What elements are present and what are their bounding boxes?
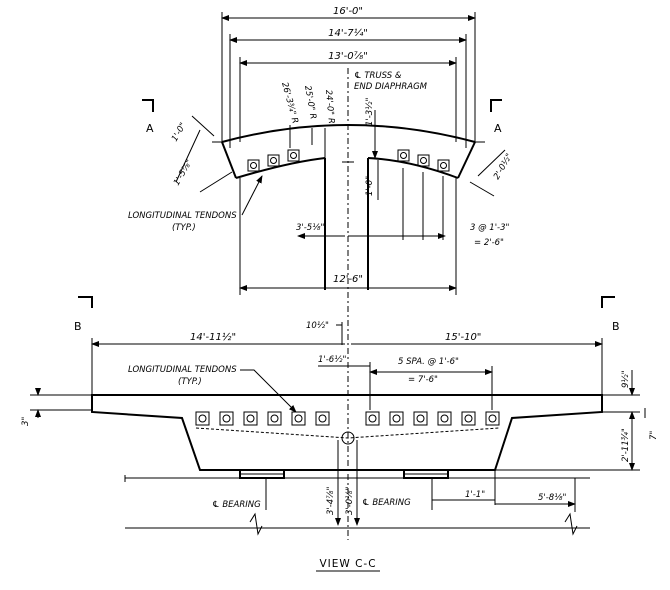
- upper-tendons-right: [397, 149, 450, 172]
- bearing-right-label: ℄ BEARING: [362, 498, 411, 508]
- view-title: VIEW C-C: [319, 558, 376, 570]
- dim-3in: 3": [21, 417, 31, 426]
- dim-1ft-inner: 1'-0": [365, 176, 375, 196]
- dim-1ft-left: 1'-0": [170, 121, 189, 144]
- dim-13ft: 13'-0⁷⁄₈": [328, 51, 368, 62]
- dim-15ft10: 15'-10": [445, 332, 481, 343]
- tendons-upper-typ: (TYP.): [172, 223, 196, 233]
- dim-2ft11: 2'-11¾": [621, 428, 631, 462]
- dim-1ft5: 1'-5⅞": [172, 158, 195, 188]
- section-b-left: B: [74, 320, 82, 333]
- section-b-right: B: [612, 320, 620, 333]
- section-markers: A A B B: [74, 99, 620, 333]
- dim-14ft11: 14'-11½": [190, 331, 236, 343]
- bearing-left-label: ℄ BEARING: [212, 500, 261, 510]
- dim-3ft5: 3'-5⅛": [296, 223, 324, 233]
- dim-1ft6: 1'-6½": [318, 355, 346, 365]
- dim-14ft: 14'-7¼": [328, 27, 368, 39]
- center-duct: [341, 431, 355, 445]
- dim-3ft0: 3'-0⅛": [345, 487, 355, 515]
- curved-slab-top: [221, 124, 476, 143]
- dim-1ft3: 1'-3½": [365, 98, 375, 126]
- radius-24ft: 24'-0" R: [323, 89, 336, 124]
- upper-section: 16'-0" 14'-7¼" 13'-0⁷⁄₈" ℄ TRUSS & END D…: [128, 6, 515, 540]
- tendon-profile: [195, 427, 500, 439]
- truss-label-1: ℄ TRUSS &: [354, 71, 402, 81]
- upper-tendons-left: [247, 149, 300, 172]
- radius-26ft: 26'-3¾" R: [279, 81, 300, 125]
- dim-10in: 10½": [306, 321, 329, 331]
- spacing-upper-1: 3 @ 1'-3": [470, 223, 510, 233]
- spacing-lower-1: 5 SPA. @ 1'-6": [398, 357, 459, 367]
- dim-7in: 7": [649, 431, 659, 440]
- dim-3ft4: 3'-4⅞": [326, 487, 336, 515]
- dim-5ft8: 5'-8⅛": [538, 493, 566, 503]
- section-a-right: A: [494, 122, 502, 135]
- spacing-lower-2: = 7'-6": [408, 375, 438, 385]
- dim-16ft: 16'-0": [333, 6, 363, 17]
- dim-1ft1: 1'-1": [465, 490, 485, 500]
- dim-2ft: 2'-0½": [492, 152, 515, 182]
- curved-slab-bottom-left: [235, 157, 326, 179]
- dim-9in: 9½": [621, 370, 631, 388]
- radius-25ft: 25'-0" R: [302, 85, 318, 120]
- truss-label-2: END DIAPHRAGM: [354, 82, 428, 92]
- tendons-lower-label: LONGITUDINAL TENDONS: [128, 365, 237, 375]
- section-a-left: A: [146, 122, 154, 135]
- lower-tendons: [195, 411, 500, 426]
- tendons-upper-label: LONGITUDINAL TENDONS: [128, 211, 237, 221]
- tendons-lower-typ: (TYP.): [178, 377, 202, 387]
- lower-section: 14'-11½" 15'-10" 10½" 1'-6½" 5 SPA. @ 1'…: [21, 321, 659, 536]
- dim-12ft: 12'-6": [333, 274, 363, 285]
- spacing-upper-2: = 2'-6": [474, 238, 504, 248]
